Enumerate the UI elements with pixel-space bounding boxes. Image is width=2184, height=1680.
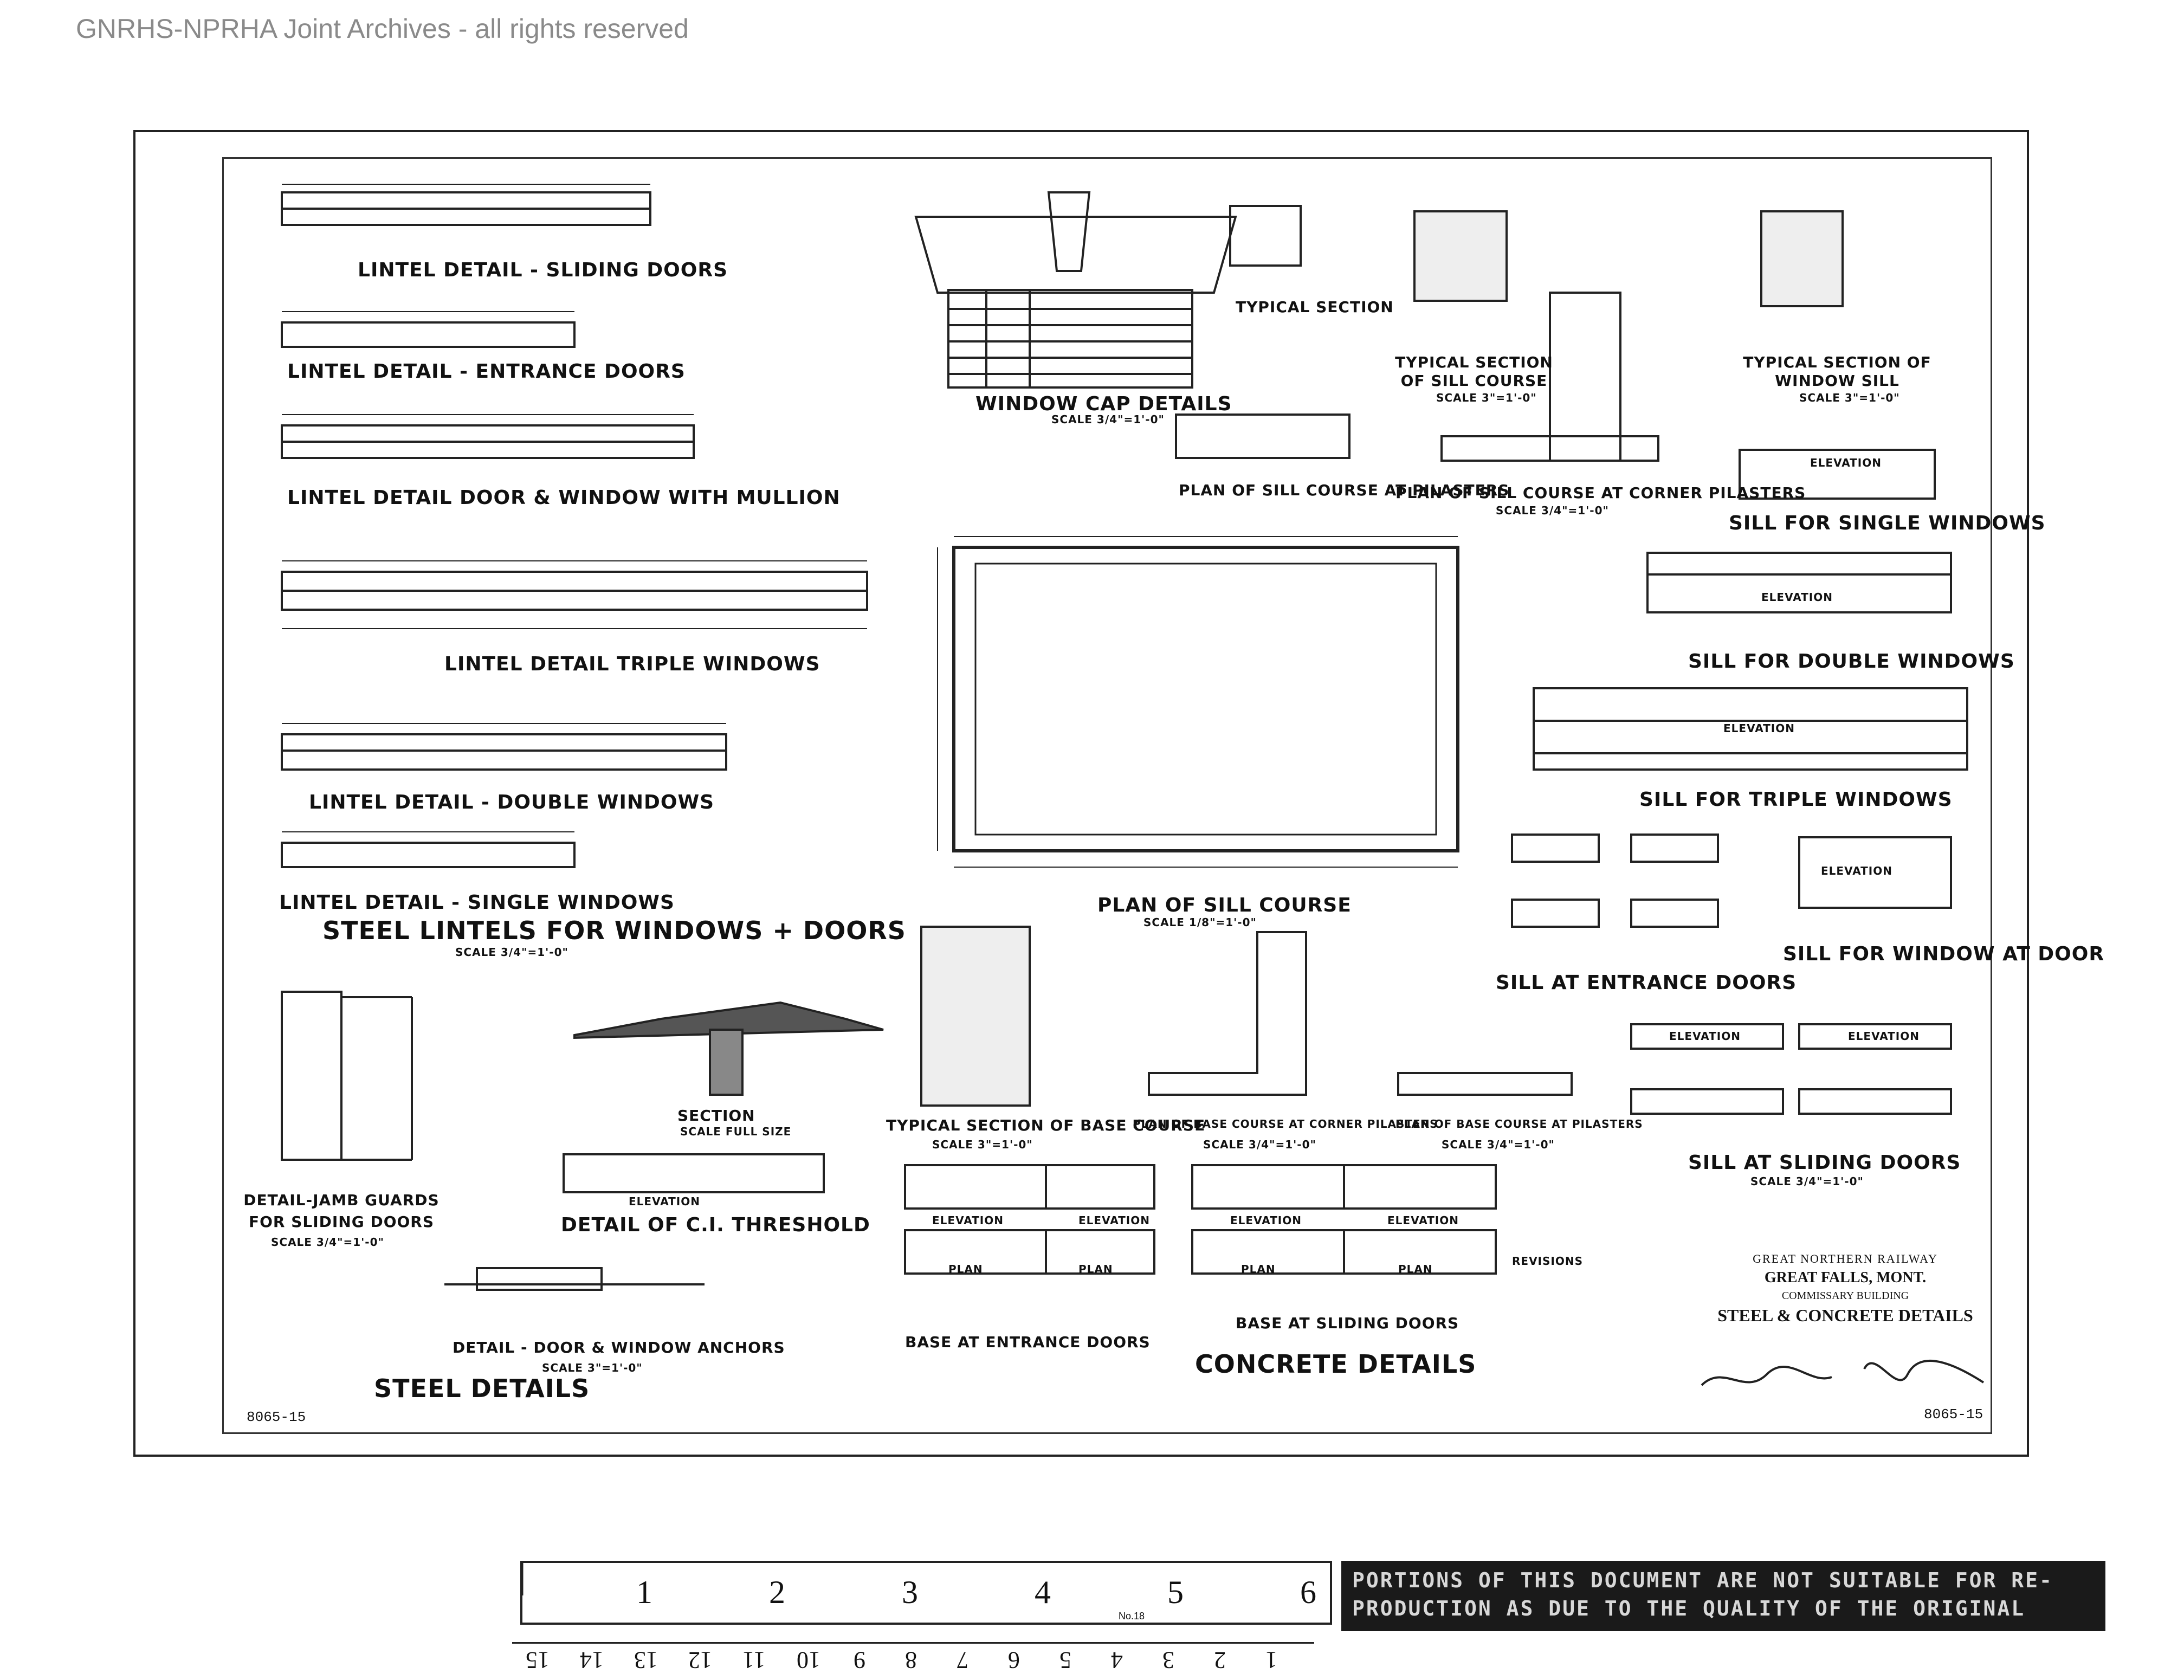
cm-15: 15 — [526, 1647, 550, 1673]
cm-10: 10 — [797, 1647, 820, 1673]
cm-7: 7 — [957, 1647, 968, 1673]
label-plan-base-pilasters-scale: SCALE 3/4"=1'-0" — [1442, 1138, 1555, 1151]
label-threshold-elevation: ELEVATION — [629, 1195, 700, 1208]
drawing-outer-border — [133, 130, 2029, 1457]
label-steel-details: STEEL DETAILS — [374, 1374, 590, 1403]
label-sill-sliding-scale: SCALE 3/4"=1'-0" — [1750, 1175, 1864, 1188]
cm-6: 6 — [1008, 1647, 1020, 1673]
cm-11: 11 — [742, 1647, 766, 1673]
label-typical-section-sill-course: TYPICAL SECTION OF SILL COURSE — [1395, 353, 1553, 390]
label-anchors-scale: SCALE 3"=1'-0" — [542, 1361, 643, 1374]
label-window-cap-scale: SCALE 3/4"=1'-0" — [1051, 413, 1165, 426]
cm-12: 12 — [688, 1647, 712, 1673]
label-door-window-anchors: DETAIL - DOOR & WINDOW ANCHORS — [453, 1339, 785, 1356]
label-window-cap-details: WINDOW CAP DETAILS — [975, 393, 1232, 415]
label-base-entrance-plan-2: PLAN — [1078, 1263, 1113, 1276]
label-base-sliding-doors: BASE AT SLIDING DOORS — [1236, 1314, 1459, 1332]
label-typical-section: TYPICAL SECTION — [1236, 298, 1394, 316]
signatures — [1701, 1359, 1985, 1386]
cm-1: 1 — [1265, 1647, 1277, 1673]
cm-4: 4 — [1111, 1647, 1123, 1673]
title-railway: GREAT NORTHERN RAILWAY — [1753, 1252, 1938, 1265]
cm-3: 3 — [1162, 1647, 1174, 1673]
label-plan-of-sill-course: PLAN OF SILL COURSE — [1097, 894, 1352, 916]
label-lintel-entrance-doors: LINTEL DETAIL - ENTRANCE DOORS — [287, 360, 686, 383]
label-typical-base-scale: SCALE 3"=1'-0" — [932, 1138, 1033, 1151]
title-city: GREAT FALLS, MONT. — [1764, 1269, 1927, 1286]
ruler-number-5: 5 — [1167, 1574, 1184, 1610]
label-plan-base-pilasters: PLAN OF BASE COURSE AT PILASTERS — [1395, 1117, 1643, 1130]
cm-9: 9 — [854, 1647, 865, 1673]
label-sill-triple-windows: SILL FOR TRIPLE WINDOWS — [1639, 789, 1953, 811]
metric-ruler: 1 2 3 4 5 6 7 8 9 10 11 12 13 14 15 — [512, 1642, 1314, 1676]
label-section: SECTION — [677, 1107, 755, 1125]
cm-5: 5 — [1059, 1647, 1071, 1673]
ruler-number-3: 3 — [902, 1574, 918, 1610]
label-window-sill-scale: SCALE 3"=1'-0" — [1799, 391, 1900, 404]
archive-watermark: GNRHS-NPRHA Joint Archives - all rights … — [76, 14, 689, 44]
cm-14: 14 — [580, 1647, 604, 1673]
ruler-number-2: 2 — [769, 1574, 785, 1610]
label-sill-single-windows: SILL FOR SINGLE WINDOWS — [1729, 512, 2046, 534]
label-lintel-single-windows: LINTEL DETAIL - SINGLE WINDOWS — [279, 891, 675, 914]
title-building: COMMISSARY BUILDING — [1781, 1290, 1909, 1302]
title-drawing-name: STEEL & CONCRETE DETAILS — [1717, 1306, 1973, 1325]
ruler-number-4: 4 — [1035, 1574, 1051, 1610]
label-sill-double-windows: SILL FOR DOUBLE WINDOWS — [1688, 650, 2015, 673]
label-plan-base-corner-scale: SCALE 3/4"=1'-0" — [1203, 1138, 1316, 1151]
reproduction-notice: PORTIONS OF THIS DOCUMENT ARE NOT SUITAB… — [1341, 1561, 2105, 1631]
label-typical-section-window-sill: TYPICAL SECTION OF WINDOW SILL — [1743, 353, 1931, 390]
label-sliding-elevation-right: ELEVATION — [1848, 1030, 1920, 1043]
label-ci-threshold: DETAIL OF C.I. THRESHOLD — [561, 1214, 870, 1236]
label-base-sliding-plan: PLAN — [1241, 1263, 1276, 1276]
label-lintel-sliding-doors: LINTEL DETAIL - SLIDING DOORS — [358, 259, 728, 281]
cm-2: 2 — [1214, 1647, 1226, 1673]
label-revisions: REVISIONS — [1512, 1255, 1583, 1268]
label-plan-sill-pilasters: PLAN OF SILL COURSE AT PILASTERS — [1179, 481, 1510, 499]
label-jamb-scale: SCALE 3/4"=1'-0" — [271, 1236, 384, 1249]
drawing-inner-border — [222, 157, 1992, 1434]
label-sill-course-scale: SCALE 3"=1'-0" — [1436, 391, 1537, 404]
ruler-number-1: 1 — [636, 1574, 652, 1610]
label-steel-lintels-scale: SCALE 3/4"=1'-0" — [455, 946, 568, 959]
label-base-entrance-elevation: ELEVATION — [932, 1214, 1004, 1227]
label-base-entrance-doors: BASE AT ENTRANCE DOORS — [905, 1333, 1151, 1351]
label-sill-entrance-doors: SILL AT ENTRANCE DOORS — [1496, 972, 1797, 994]
label-sill-window-at-door: SILL FOR WINDOW AT DOOR — [1783, 943, 2105, 965]
label-sliding-elevation-left: ELEVATION — [1669, 1030, 1741, 1043]
scale-ruler: 1 2 3 4 5 6 No.18 — [520, 1561, 1332, 1625]
label-base-entrance-elevation-2: ELEVATION — [1078, 1214, 1150, 1227]
ruler-maker: No.18 — [1119, 1611, 1145, 1621]
ruler-number-6: 6 — [1300, 1574, 1316, 1610]
label-base-sliding-elevation-2: ELEVATION — [1387, 1214, 1459, 1227]
label-plan-sill-scale: SCALE 1/8"=1'-0" — [1143, 916, 1257, 929]
label-sill-sliding-doors: SILL AT SLIDING DOORS — [1688, 1152, 1961, 1174]
label-lintel-triple-windows: LINTEL DETAIL TRIPLE WINDOWS — [444, 653, 820, 675]
title-block: GREAT NORTHERN RAILWAY GREAT FALLS, MONT… — [1691, 1252, 2000, 1404]
label-lintel-double-windows: LINTEL DETAIL - DOUBLE WINDOWS — [309, 791, 715, 813]
label-base-sliding-elevation: ELEVATION — [1230, 1214, 1302, 1227]
label-jamb-guards: DETAIL-JAMB GUARDS FOR SLIDING DOORS — [243, 1191, 440, 1231]
label-plan-base-corner: PLAN OF BASE COURSE AT CORNER PILASTERS — [1133, 1117, 1438, 1130]
label-sill-window-door-elevation: ELEVATION — [1821, 864, 1892, 877]
label-sill-single-elevation: ELEVATION — [1810, 456, 1882, 469]
label-sill-triple-elevation: ELEVATION — [1723, 722, 1795, 735]
label-section-scale: SCALE FULL SIZE — [680, 1125, 792, 1138]
label-concrete-details: CONCRETE DETAILS — [1195, 1349, 1477, 1379]
label-steel-lintels: STEEL LINTELS FOR WINDOWS + DOORS — [322, 916, 906, 945]
label-base-entrance-plan: PLAN — [948, 1263, 983, 1276]
label-plan-sill-corner-pilasters: PLAN OF SILL COURSE AT CORNER PILASTERS — [1395, 484, 1806, 502]
label-typical-base-course: TYPICAL SECTION OF BASE COURSE — [886, 1116, 1206, 1134]
label-base-sliding-plan-2: PLAN — [1398, 1263, 1433, 1276]
label-sill-double-elevation: ELEVATION — [1761, 591, 1833, 604]
cm-8: 8 — [905, 1647, 917, 1673]
cm-13: 13 — [634, 1647, 658, 1673]
sheet-number-left: 8065-15 — [247, 1409, 306, 1425]
sheet-number-right: 8065-15 — [1924, 1406, 1983, 1423]
label-plan-sill-corner-scale: SCALE 3/4"=1'-0" — [1496, 504, 1609, 517]
label-lintel-door-window-mullion: LINTEL DETAIL DOOR & WINDOW WITH MULLION — [287, 487, 841, 509]
